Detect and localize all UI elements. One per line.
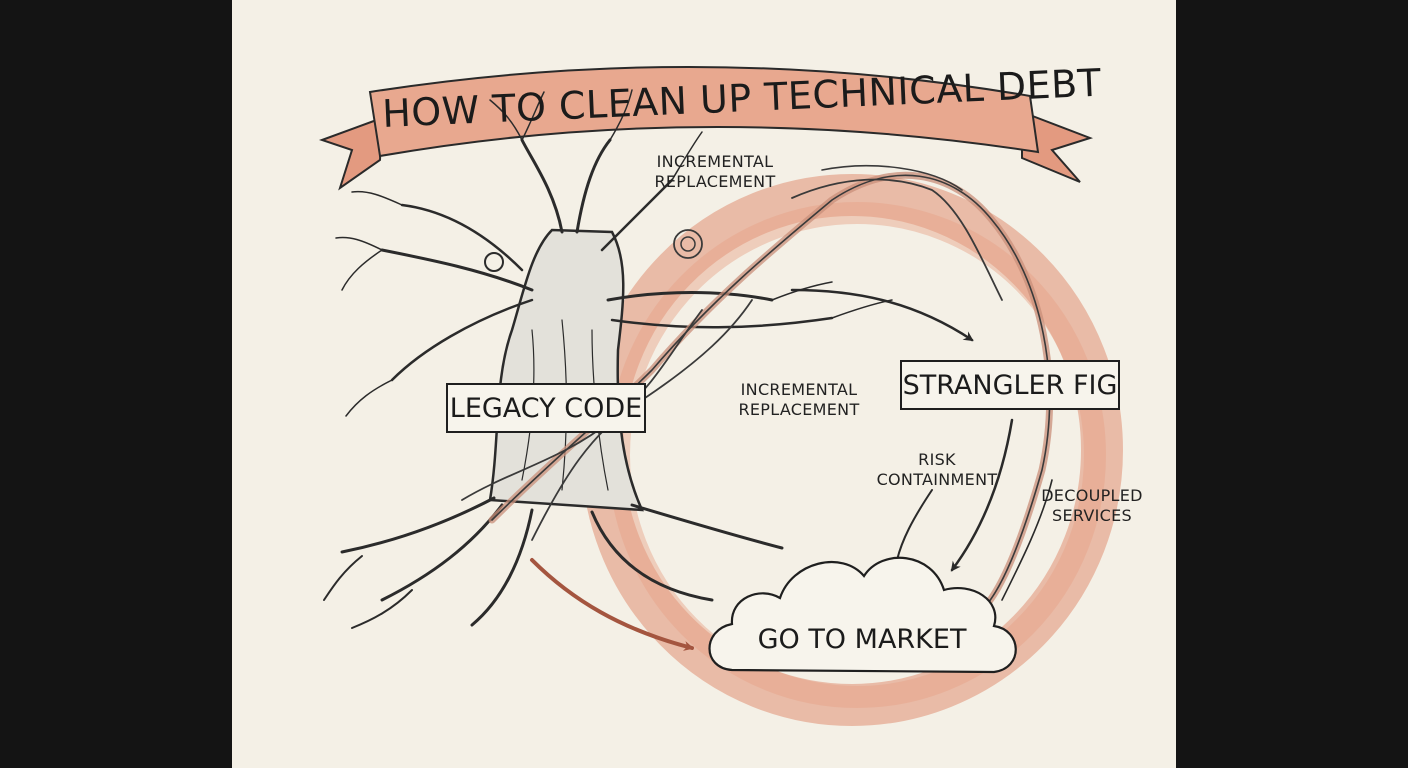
annotation-line: INCREMENTAL (656, 152, 774, 171)
annotation-incremental-replacement-top: INCREMENTAL REPLACEMENT (640, 152, 790, 192)
go-to-market-label: GO TO MARKET (757, 624, 967, 655)
arrow-to-go-to-market (530, 558, 694, 651)
strangler-fig-box: STRANGLER FIG (900, 360, 1120, 410)
title-banner (318, 66, 1094, 191)
annotation-risk-containment: RISK CONTAINMENT (872, 450, 1002, 490)
flow-arrows (530, 288, 1053, 651)
annotation-line: RISK (918, 450, 956, 469)
legacy-code-box: LEGACY CODE (446, 383, 646, 433)
illustration (318, 66, 1123, 726)
arrow-risk-to-market (950, 418, 1014, 572)
go-to-market-cloud (708, 556, 1017, 674)
legacy-tree (323, 89, 893, 629)
annotation-line: REPLACEMENT (738, 400, 860, 419)
annotation-incremental-replacement-middle: INCREMENTAL REPLACEMENT (724, 380, 874, 420)
legacy-code-label: LEGACY CODE (449, 392, 643, 424)
annotation-line: REPLACEMENT (654, 172, 776, 191)
annotation-line: SERVICES (1051, 506, 1132, 525)
letterbox-left (0, 0, 232, 768)
arrow-to-strangler-fig (790, 288, 974, 342)
annotation-decoupled-services: DECOUPLED SERVICES (1032, 486, 1152, 526)
annotation-line: CONTAINMENT (876, 470, 998, 489)
strangler-fig-label: STRANGLER FIG (902, 369, 1118, 401)
annotation-line: DECOUPLED (1041, 486, 1143, 505)
diagram-canvas: HOW TO CLEAN UP TECHNICAL DEBT LEGACY CO… (232, 0, 1176, 768)
letterbox-right (1176, 0, 1408, 768)
annotation-line: INCREMENTAL (740, 380, 858, 399)
